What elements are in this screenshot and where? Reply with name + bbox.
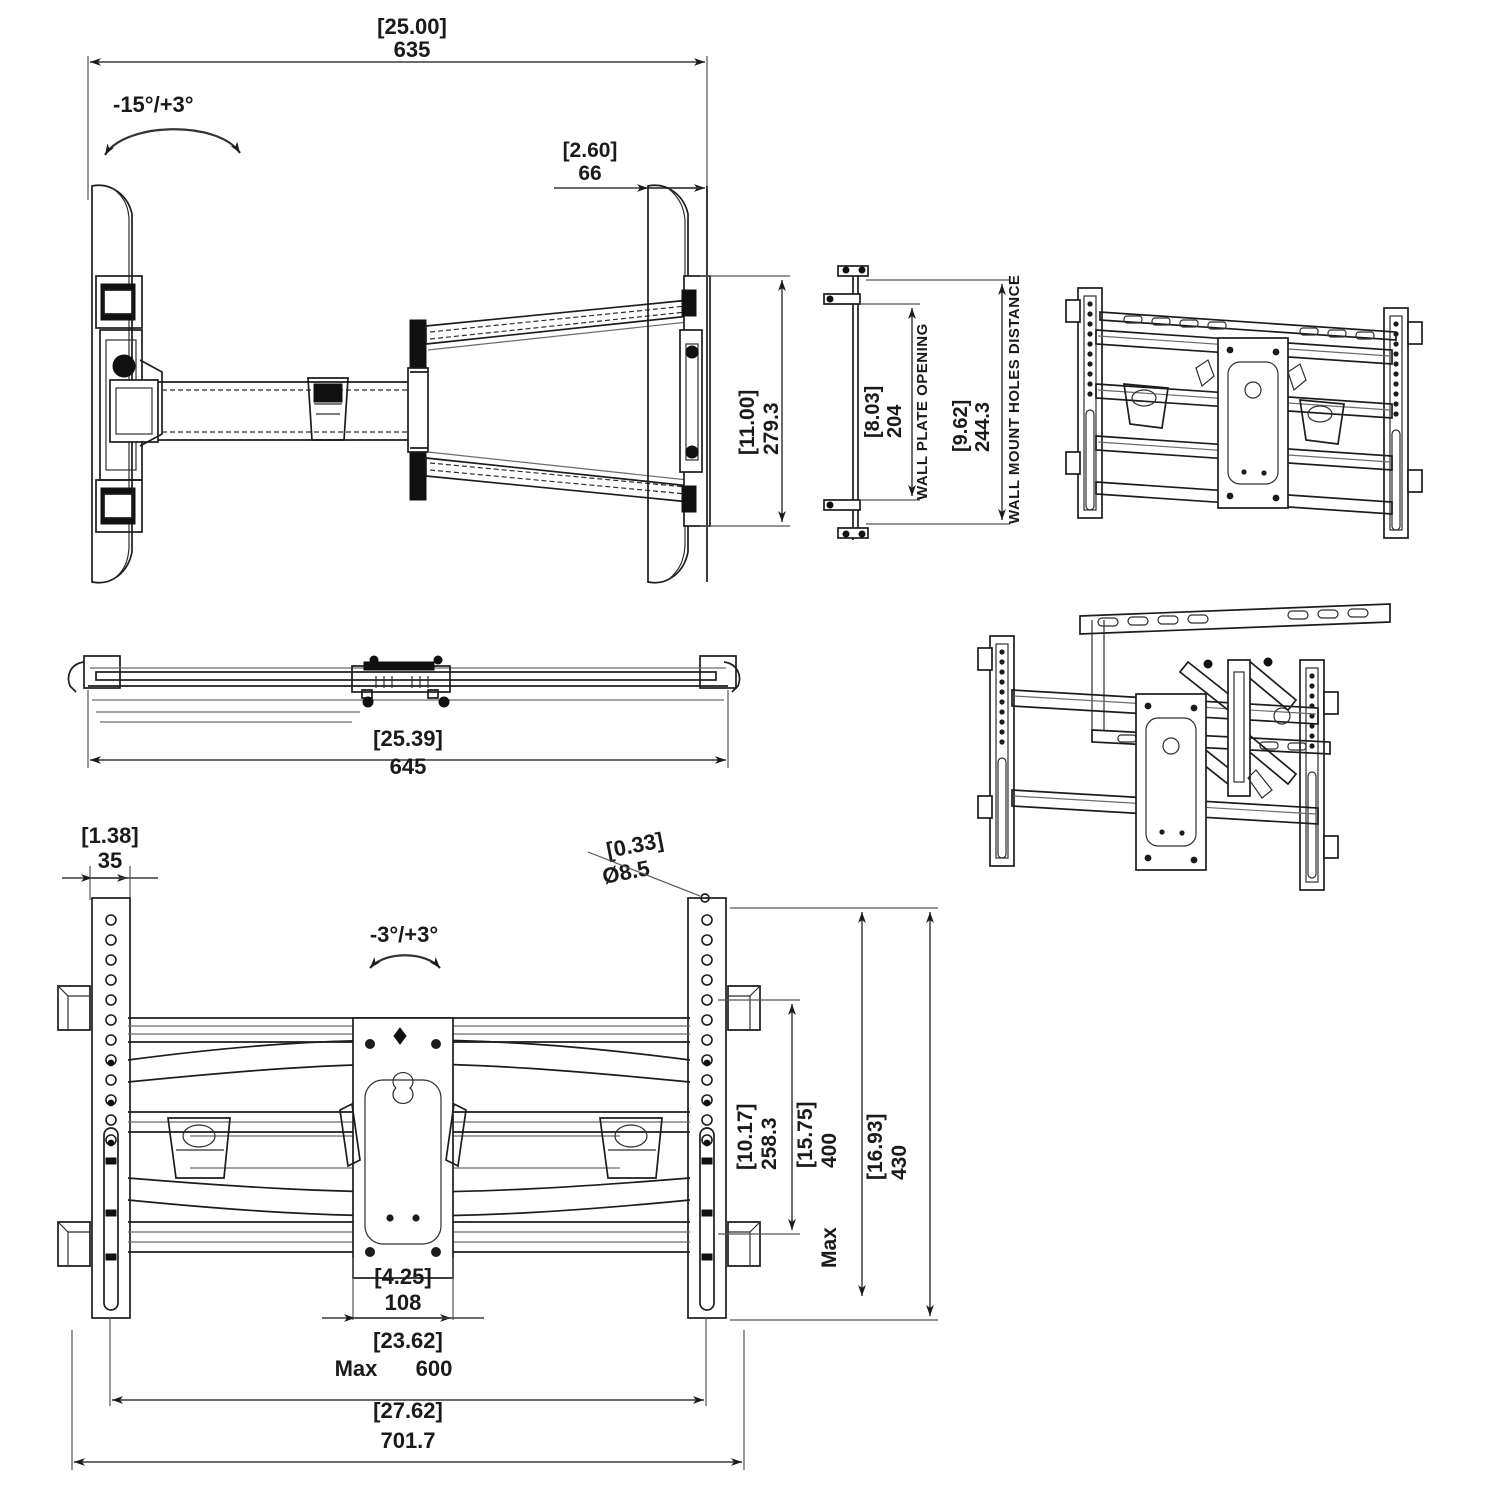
dim-vesa-v-max-inch: [15.75] [794,1101,817,1168]
dim-top-width: [25.39] 645 [87,690,729,779]
wall-plate-side [647,184,711,584]
tilt-annotation-side: -15°/+3° [104,92,241,156]
wall-plate-section-view: [8.03] 204 WALL PLATE OPENING [9.62] 244… [823,265,1023,540]
iso-extended-view [977,603,1391,891]
dim-overall-height-inch: [16.93] [864,1113,887,1180]
dim-top-width-mm: 645 [390,754,427,779]
dim-overall-height: [16.93] 430 [730,907,938,1321]
dim-wall-plate-depth: [2.60] 66 [554,139,705,192]
dim-rail-width-mm: 35 [98,848,122,873]
dim-vesa-plate-width-inch: [4.25] [374,1264,431,1289]
dim-vesa-v-max: [15.75] 400 Max [794,912,866,1296]
dim-vesa-v-max-prefix: Max [818,1227,841,1268]
dim-vesa-h-max-prefix: Max [335,1356,379,1381]
dim-overall-width-mm: 701.7 [380,1428,435,1453]
tilt-side-label: -15°/+3° [113,92,194,117]
dim-vesa-v-max-mm: 400 [818,1133,841,1168]
dim-plate-opening-inch: [8.03] [862,386,884,438]
dim-plate-height-mm: 279.3 [760,402,783,455]
dim-rail-width-inch: [1.38] [81,823,138,848]
dim-vesa-v-inner-inch: [10.17] [734,1103,757,1170]
iso-folded-view [1065,287,1423,539]
top-view: [25.39] 645 [67,655,741,779]
iso2-rail-left [977,635,1015,867]
dim-overall-extension: [25.00] 635 [87,14,708,200]
dim-plate-height-inch: [11.00] [736,390,759,455]
front-vesa-plate [339,1017,467,1279]
arm-inner-side [158,377,412,441]
iso1-rail-left [1065,287,1103,519]
dim-holes-distance-mm: 244.3 [972,402,994,452]
dim-rail-width: [1.38] 35 [62,823,158,900]
dim-holes-distance: [9.62] 244.3 WALL MOUNT HOLES DISTANCE [866,275,1023,525]
dim-depth-inch: [2.60] [563,139,618,162]
dim-overall-height-mm: 430 [888,1145,911,1180]
side-view: [25.00] 635 -15°/+3° [2.60] 66 [87,14,790,584]
front-view: [1.38] 35 [0.33] Ø8.5 -3°/+3° [57,823,938,1470]
arm-elbow-side [407,319,429,501]
front-cable-clips [167,1117,663,1179]
iso1-cable-clips [1122,383,1345,445]
dim-vesa-plate-width-mm: 108 [385,1290,422,1315]
iso1-rail-right [1383,307,1423,539]
dim-holes-distance-inch: [9.62] [950,400,972,452]
wall-plate-opening-label: WALL PLATE OPENING [914,323,931,500]
dim-overall-width-inch: [27.62] [373,1398,443,1423]
dim-depth-mm: 66 [578,162,601,185]
dim-plate-opening-mm: 204 [884,404,906,438]
front-rail-left [57,897,131,1319]
dim-plate-opening: [8.03] 204 WALL PLATE OPENING [860,303,931,501]
dim-vesa-h-max-inch: [23.62] [373,1328,443,1353]
dim-overall-extension-mm: 635 [394,37,431,62]
dim-vesa-plate-width: [4.25] 108 [322,1258,484,1322]
tv-bracket-side [91,184,163,584]
iso2-vesa-plate [1135,693,1207,871]
iso1-vesa-plate [1217,337,1289,509]
dim-vesa-v-inner-mm: 258.3 [758,1117,781,1170]
dim-overall-width: [27.62] 701.7 [71,1330,745,1470]
dim-vesa-v-inner: [10.17] 258.3 [718,999,800,1235]
front-rail-right [687,897,761,1319]
tilt-front-label: -3°/+3° [370,922,438,947]
wall-mount-holes-distance-label: WALL MOUNT HOLES DISTANCE [1006,275,1023,524]
dim-vesa-h-max-mm: 600 [416,1356,453,1381]
dim-plate-height: [11.00] 279.3 [700,275,790,527]
dim-vesa-h-max: [23.62] Max 600 [109,1318,707,1406]
tilt-annotation-front: -3°/+3° [369,922,441,969]
iso2-rail-right [1299,659,1339,891]
dim-top-width-inch: [25.39] [373,726,443,751]
iso1-bars [1095,311,1397,515]
dim-overall-extension-inch: [25.00] [377,14,447,39]
